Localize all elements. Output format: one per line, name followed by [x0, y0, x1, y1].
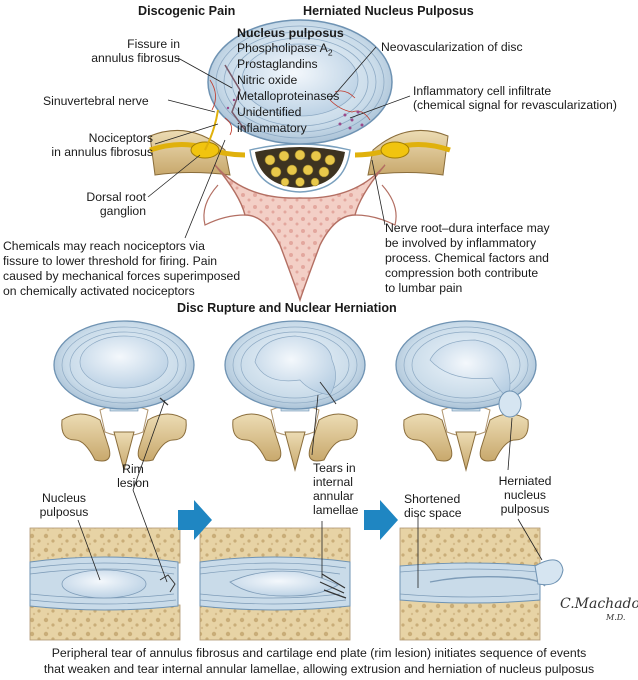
label-dorsal-root-line1: Dorsal root	[86, 190, 146, 204]
label-herniated-line1: Herniated	[498, 474, 552, 488]
label-rim-lesion-line1: Rim	[122, 462, 144, 476]
nucleus-box-title: Nucleus pulposus	[237, 26, 344, 40]
label-tears-line3: annular	[313, 489, 354, 503]
chemicals-note-line4: on chemically activated nociceptors	[3, 284, 195, 298]
neovascular-vessels	[209, 79, 371, 136]
stage-arrow-1	[178, 500, 212, 540]
left-transverse-process	[149, 130, 231, 176]
label-shortened-line2: disc space	[404, 506, 462, 520]
label-tears-line4: lamellae	[313, 503, 359, 517]
bottom-leader-lines	[77, 394, 543, 588]
chemicals-note-line2: fissure to lower threshold for firing. P…	[3, 254, 218, 268]
heading-herniated-nucleus: Herniated Nucleus Pulposus	[303, 4, 474, 18]
label-nucleus-pulposus-line1: Nucleus	[41, 491, 87, 505]
nucleus-item: Prostaglandins	[237, 57, 318, 71]
herniated-fragment-axial	[498, 390, 522, 418]
nucleus-item-phospholipase: Phospholipase A2	[237, 41, 333, 58]
label-nociceptors-line1: Nociceptors	[88, 131, 153, 145]
stage1-axial	[53, 320, 195, 472]
nerve-root-note-line3: process. Chemical factors and	[385, 251, 549, 265]
sinuvertebral-nerve	[204, 109, 219, 151]
dural-sac	[255, 147, 345, 188]
nucleus-item: Metalloproteinases	[237, 89, 340, 103]
stage3-axial	[395, 320, 537, 472]
vertebral-arch	[214, 164, 386, 303]
inflammatory-cells	[226, 98, 364, 130]
stage3-sagittal	[399, 527, 564, 641]
sagittal-row	[29, 527, 564, 641]
heading-discogenic-pain: Discogenic Pain	[138, 4, 236, 18]
annular-fissure	[224, 64, 246, 131]
label-tears-line1: Tears in	[313, 461, 356, 475]
heading-disc-rupture: Disc Rupture and Nuclear Herniation	[177, 301, 397, 315]
nerve-root-note-line5: to lumbar pain	[385, 281, 463, 295]
label-shortened-line1: Shortened	[404, 492, 461, 506]
label-neovascularization: Neovascularization of disc	[381, 40, 523, 54]
stage-axial-row	[53, 320, 537, 472]
stage-arrow-2	[364, 500, 398, 540]
label-nociceptors-line2: in annulus fibrosus	[51, 145, 153, 159]
caption-line2: that weaken and tear internal annular la…	[43, 662, 595, 676]
caption-line1: Peripheral tear of annulus fibrosus and …	[51, 646, 587, 660]
top-leader-lines	[147, 46, 411, 239]
label-dorsal-root-line2: ganglion	[99, 204, 146, 218]
label-herniated-line2: nucleus	[503, 488, 546, 502]
nucleus-item: Unidentified	[237, 105, 302, 119]
artist-signature: C.Machado	[560, 596, 638, 612]
label-herniated-line3: pulposus	[500, 502, 550, 516]
label-rim-lesion-line2: lesion	[117, 476, 149, 490]
label-fissure-line1: Fissure in	[127, 37, 180, 51]
nerve-root-note-line1: Nerve root–dura interface may	[385, 221, 550, 235]
right-dorsal-root-ganglion	[380, 141, 410, 159]
nucleus-item: inflammatory	[237, 121, 307, 135]
chemicals-note-line1: Chemicals may reach nociceptors via	[3, 239, 205, 253]
label-inflammatory-infiltrate-line2: (chemical signal for revascularization)	[413, 98, 617, 112]
stage2-sagittal	[199, 527, 351, 641]
label-inflammatory-infiltrate-line1: Inflammatory cell infiltrate	[413, 84, 552, 98]
herniated-fragment-sagittal	[534, 559, 564, 586]
stage2-axial	[224, 320, 366, 472]
label-fissure-line2: annulus fibrosus	[91, 51, 180, 65]
artist-signature-suffix: M.D.	[606, 613, 626, 622]
nucleus-item: Nitric oxide	[237, 73, 298, 87]
top-nucleus-pulposus	[241, 43, 359, 117]
top-axial-section	[147, 19, 451, 303]
chemicals-note-line3: caused by mechanical forces superimposed	[3, 269, 241, 283]
stage1-sagittal	[29, 527, 181, 641]
label-nucleus-pulposus-line2: pulposus	[39, 505, 89, 519]
label-sinuvertebral-nerve: Sinuvertebral nerve	[43, 94, 149, 108]
nerve-root-note-line4: compression both contribute	[385, 266, 539, 280]
nerve-root-note-line2: be involved by inflammatory	[385, 236, 537, 250]
label-tears-line2: internal	[313, 475, 353, 489]
cauda-equina-roots	[264, 149, 336, 187]
